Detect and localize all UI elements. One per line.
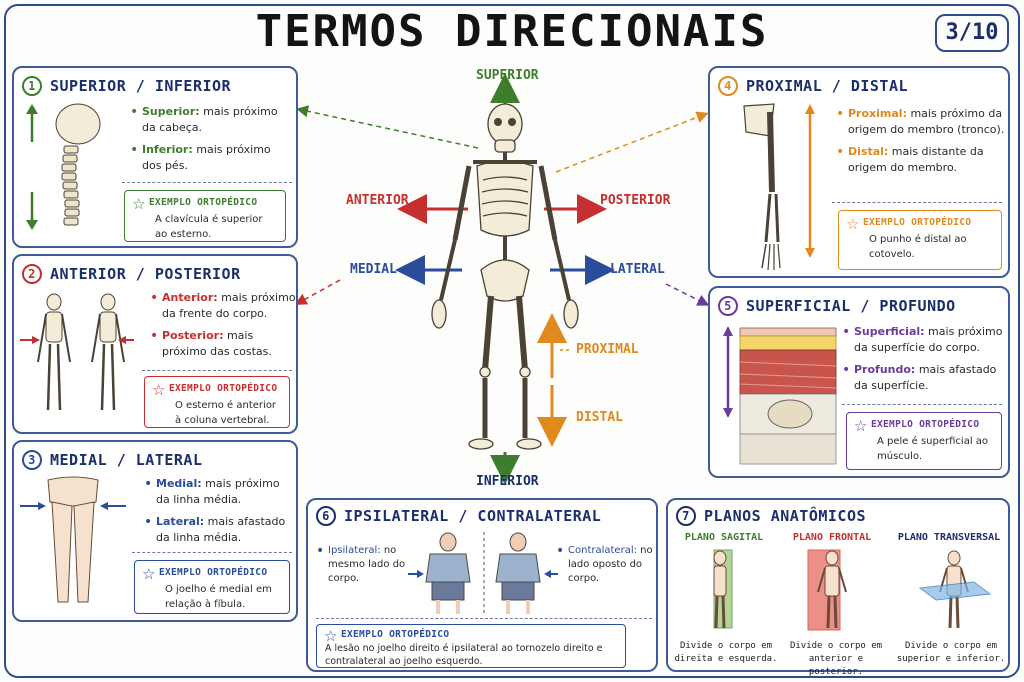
plane-transversal-description: Divide o corpo em superior e inferior.	[896, 641, 1006, 664]
center-label-distal: DISTAL	[576, 410, 623, 425]
plane-frontal-description: Divide o corpo em anterior e posterior.	[789, 641, 883, 677]
example-box: ☆ EXEMPLO ORTOPÉDICO O joelho é medial e…	[134, 560, 290, 614]
bullet-anterior: Anterior: mais próximo da frente do corp…	[150, 290, 296, 322]
skeleton-illustration	[431, 103, 579, 450]
example-box: ☆ EXEMPLO ORTOPÉDICO A clavícula é super…	[124, 190, 286, 242]
section-number: 2	[22, 264, 42, 284]
center-label-proximal: PROXIMAL	[576, 342, 639, 357]
star-icon: ☆	[132, 195, 146, 213]
bullet-posterior: Posterior: mais próximo das costas.	[150, 328, 296, 360]
example-box: ☆ EXEMPLO ORTOPÉDICO O esterno é anterio…	[144, 376, 290, 428]
plane-sagital-description: Divide o corpo em direita e esquerda.	[674, 641, 778, 664]
section-number: 7	[676, 506, 696, 526]
section-superior-inferior: 1 SUPERIOR / INFERIOR Superior: mais próx…	[12, 66, 298, 248]
section-proximal-distal: 4 PROXIMAL / DISTAL Proximal: mais próxim…	[708, 66, 1010, 278]
section-anterior-posterior: 2 ANTERIOR / POSTERIOR Anterior: mais pró…	[12, 254, 298, 434]
center-label-medial: MEDIAL	[350, 262, 397, 277]
arm-bones-illustration	[743, 103, 815, 271]
section-number: 6	[316, 506, 336, 526]
section-heading: SUPERIOR / INFERIOR	[50, 77, 232, 95]
page-title: TERMOS DIRECIONAIS	[255, 6, 769, 57]
bullet-proximal: Proximal: mais próximo da origem do memb…	[836, 106, 1006, 138]
example-box: ☆ EXEMPLO ORTOPÉDICO O punho é distal ao…	[838, 210, 1002, 270]
contralateral-definition: Contralateral: no lado oposto do corpo.	[556, 544, 656, 592]
center-label-lateral: LATERAL	[610, 262, 665, 277]
section-medial-lateral: 3 MEDIAL / LATERAL Medial: mais próximo d…	[12, 440, 298, 622]
section-heading: SUPERFICIAL / PROFUNDO	[746, 297, 956, 315]
center-label-superior: SUPERIOR	[476, 68, 539, 83]
legs-illustration	[20, 476, 126, 603]
center-label-posterior: POSTERIOR	[600, 193, 671, 208]
section-superficial-profundo: 5 SUPERFICIAL / PROFUNDO Superficial: mai…	[708, 286, 1010, 478]
anatomical-planes-illustration	[713, 549, 992, 631]
bullet-profundo: Profundo: mais afastado da superfície.	[842, 362, 1008, 394]
example-box: ☆ EXEMPLO ORTOPÉDICO A pele é superficia…	[846, 412, 1002, 470]
skeleton-front-back-illustration	[20, 293, 134, 411]
section-heading: MEDIAL / LATERAL	[50, 451, 203, 469]
center-label-anterior: ANTERIOR	[346, 193, 409, 208]
star-icon: ☆	[152, 381, 166, 399]
page-number-badge: 3/10	[935, 14, 1009, 52]
plane-frontal-name: PLANO FRONTAL	[792, 532, 872, 543]
star-icon: ☆	[324, 627, 338, 645]
bullet-inferior: Inferior: mais próximo dos pés.	[130, 142, 290, 174]
section-number: 4	[718, 76, 738, 96]
section-number: 1	[22, 76, 42, 96]
section-number: 3	[22, 450, 42, 470]
star-icon: ☆	[854, 417, 868, 435]
two-figures-illustration	[408, 532, 558, 614]
plane-sagital-name: PLANO SAGITAL	[684, 532, 764, 543]
section-ipsilateral-contralateral: 6 IPSILATERAL / CONTRALATERAL Ipsilateral…	[306, 498, 658, 672]
bullet-medial: Medial: mais próximo da linha média.	[144, 476, 296, 508]
section-heading: PLANOS ANATÔMICOS	[704, 507, 867, 525]
page-frame	[4, 4, 1020, 678]
section-heading: PROXIMAL / DISTAL	[746, 77, 909, 95]
spine-illustration	[26, 103, 101, 230]
example-box: ☆ EXEMPLO ORTOPÉDICO A lesão no joelho d…	[316, 624, 626, 668]
center-label-inferior: INFERIOR	[476, 474, 539, 489]
bullet-lateral: Lateral: mais afastado da linha média.	[144, 514, 296, 546]
section-planos-anatomicos: 7 PLANOS ANATÔMICOS PLANO SAGITAL PLANO F…	[666, 498, 1010, 677]
section-heading: IPSILATERAL / CONTRALATERAL	[344, 507, 602, 525]
star-icon: ☆	[846, 215, 860, 233]
plane-transversal-name: PLANO TRANSVERSAL	[897, 532, 1001, 543]
section-number: 5	[718, 296, 738, 316]
ipsilateral-definition: Ipsilateral: no mesmo lado do corpo.	[316, 544, 420, 592]
bullet-distal: Distal: mais distante da origem do membr…	[836, 144, 1006, 176]
bullet-superior: Superior: mais próximo da cabeça.	[130, 104, 290, 136]
bullet-superficial: Superficial: mais próximo da superfície …	[842, 324, 1008, 356]
tissue-layers-illustration	[723, 326, 837, 465]
star-icon: ☆	[142, 565, 156, 583]
section-heading: ANTERIOR / POSTERIOR	[50, 265, 241, 283]
